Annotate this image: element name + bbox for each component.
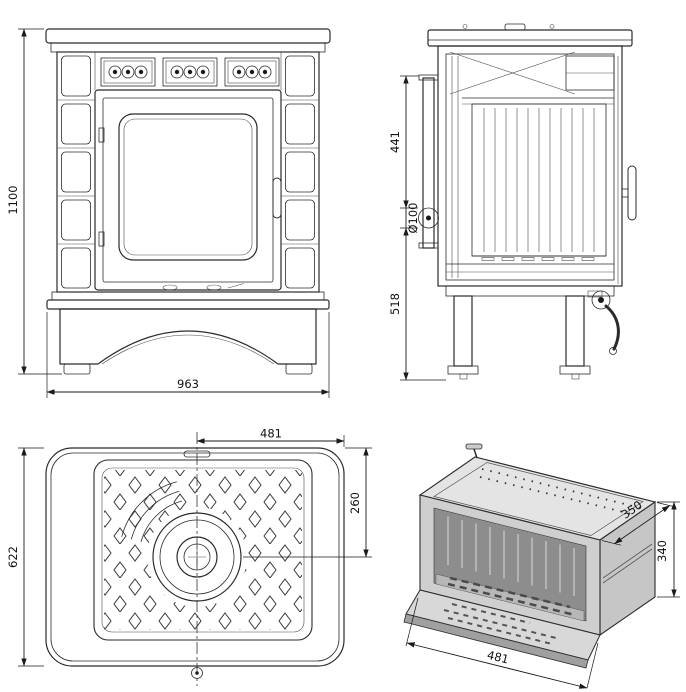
- dim-label-flue-bottom: 518: [388, 293, 402, 315]
- front-leg: [453, 295, 473, 367]
- dim-label-flue-top: 441: [388, 131, 402, 153]
- dim-label-overall-height: 1100: [6, 185, 20, 214]
- dim-flue-height-top: 441: [388, 75, 419, 209]
- dim-label-firebox-height: 340: [655, 540, 669, 562]
- rear-air-channel: [451, 56, 459, 278]
- dim-flue-diameter: Ø100: [400, 202, 420, 234]
- right-column-tiles: [280, 52, 319, 289]
- firebox-section: [446, 103, 614, 273]
- top-damper-handle: [465, 443, 483, 459]
- door-hinge-top: [98, 127, 105, 143]
- firebox-opening: [433, 507, 587, 622]
- grate-slots-row2: [449, 576, 571, 609]
- inner-shell: [445, 53, 615, 281]
- rear-leg: [565, 295, 585, 367]
- top-vent-holes-row2: [479, 476, 641, 517]
- grate: [446, 255, 614, 273]
- under-frame-and-legs: [445, 285, 615, 380]
- top-view: 481 260 622: [6, 427, 372, 686]
- dim-label-flue-diameter: Ø100: [406, 202, 420, 233]
- stove-body: [56, 51, 320, 293]
- door: [94, 89, 282, 291]
- base: [46, 291, 330, 310]
- legs: [59, 308, 317, 375]
- detail-marks: [162, 283, 245, 291]
- dim-half-width: 481: [196, 427, 345, 447]
- top-knob: [504, 23, 526, 31]
- door-window: [118, 113, 258, 261]
- side-body: [437, 45, 623, 287]
- door-handle: [272, 177, 282, 219]
- leveling-bolt-front: [459, 373, 468, 380]
- vent-grilles: [100, 57, 280, 87]
- dim-label-depth: 622: [6, 546, 20, 568]
- isometric-view: 350 340 481: [403, 443, 680, 689]
- heat-arcs: [121, 481, 183, 543]
- grate-slots-row1: [447, 582, 576, 617]
- hearth-perforations: [443, 603, 557, 645]
- top-plate: [427, 23, 633, 47]
- flue-outlet: [418, 207, 439, 229]
- flue-pipe: [418, 74, 439, 249]
- front-view: 1100 963: [6, 28, 331, 398]
- firebrick-hatch: [483, 108, 595, 252]
- side-view: 441 Ø100 518: [388, 23, 637, 381]
- dim-label-firebox-width: 481: [486, 648, 511, 667]
- dim-firebox-width: 481: [405, 597, 599, 689]
- door-hinge-bottom: [98, 231, 105, 247]
- dim-flue-offset: 260: [345, 447, 372, 558]
- dim-flue-height-bottom: 518: [388, 227, 446, 381]
- right-foot: [285, 363, 313, 375]
- dim-label-half-width: 481: [260, 427, 282, 441]
- ash-lever: [587, 290, 620, 355]
- dim-overall-width: 963: [46, 312, 330, 398]
- leveling-bolt-rear: [571, 373, 580, 380]
- dim-label-overall-width: 963: [177, 377, 199, 391]
- dim-overall-height: 1100: [6, 28, 62, 375]
- side-door-handle: [621, 165, 637, 221]
- left-column-tiles: [57, 52, 96, 289]
- back-wall-ribs: [447, 516, 575, 596]
- top-braces: [449, 51, 615, 105]
- cornice: [45, 28, 331, 53]
- dim-depth: 622: [6, 447, 44, 667]
- dim-label-flue-offset: 260: [348, 492, 362, 514]
- left-foot: [63, 363, 91, 375]
- dim-firebox-height: 340: [655, 501, 680, 598]
